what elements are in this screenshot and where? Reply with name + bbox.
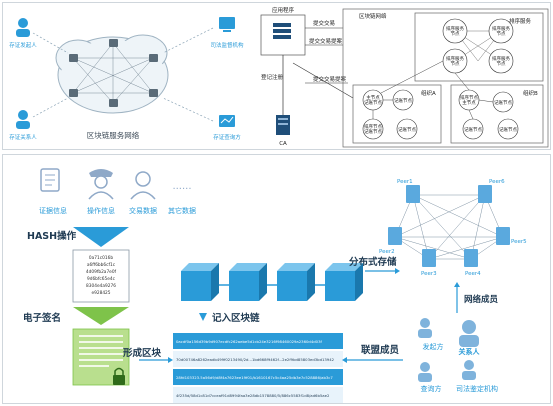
- member-related: 关系人: [459, 347, 481, 356]
- corner-bottom-left: 存证关系人: [9, 133, 37, 141]
- chain-network-label: 区块链网络: [359, 12, 387, 20]
- top-panel: 区块链服务网络 存证发起人 存证关系人 司法监督机构 存证查询方 应用程序 提交…: [2, 2, 551, 150]
- corner-top-left: 存证发起人: [9, 41, 37, 49]
- monitor-icon: [219, 17, 235, 32]
- org-b-record-1: 记账节点: [494, 99, 512, 106]
- chart-icon: [219, 115, 235, 127]
- bottom-diagram: 证据信息 操作信息 交易数据 其它数据 ...... HASH操作 0a71c0…: [23, 168, 527, 403]
- top-diagram: 区块链服务网络 存证发起人 存证关系人 司法监督机构 存证查询方 应用程序 提交…: [9, 6, 549, 148]
- hash-funnel-icon: [73, 227, 129, 247]
- org-b-label: 组织B: [523, 89, 538, 97]
- ca-server-icon: [276, 115, 290, 135]
- corner-bottom-right: 存证查询方: [213, 133, 241, 141]
- org-a-record-2: 记账节点: [398, 126, 416, 133]
- member-judicial: 司法鉴定机构: [456, 384, 498, 393]
- org-a-label: 组织A: [421, 89, 436, 97]
- org-a-sort: 排序节点: [364, 123, 382, 130]
- hash-string-list: [173, 333, 343, 403]
- submit-tx-proposal-1: 提交交易提案: [309, 37, 343, 45]
- app-server-icon: [273, 23, 291, 39]
- hash-scroll: [72, 249, 130, 303]
- block-chain-cubes: [181, 263, 363, 301]
- hash-line: e928425: [91, 290, 110, 296]
- register-label: 登记注册: [261, 73, 284, 81]
- ca-label: CA: [279, 141, 287, 147]
- chain-network-box: [342, 8, 549, 148]
- hash-line: a6ff6bb6cf1c: [87, 262, 116, 268]
- corner-top-right: 司法监督机构: [210, 41, 244, 49]
- peer-server-icons: [388, 185, 510, 267]
- sort-node-4: 排序服务: [492, 55, 510, 62]
- peer-label: Peer2: [379, 249, 395, 255]
- hash-line: 8304e4a9276: [86, 283, 116, 289]
- sort-service-box: [414, 12, 544, 82]
- user-icon: [130, 171, 156, 200]
- sort-node-3: 排序服务: [446, 55, 464, 62]
- service-network-cloud: [55, 34, 169, 114]
- officer-icon: [88, 169, 114, 200]
- network-member-label: 网络成员: [464, 294, 499, 305]
- hash-string: 28fd103323.5a56d9/d8f4a7623ee19f01/b1610…: [176, 375, 333, 380]
- peer-label: Peer5: [511, 239, 527, 245]
- member-initiator: 发起方: [423, 342, 444, 351]
- person-icon: [16, 110, 30, 129]
- org-a-master-sub: 记账节点: [364, 99, 382, 106]
- submit-tx-proposal-2: 提交交易提案: [313, 75, 347, 83]
- icon-label-other: 其它数据: [168, 206, 196, 215]
- org-a-record-1: 记账节点: [394, 97, 412, 104]
- peer-mesh: [394, 194, 504, 260]
- sort-node-3b: 节点: [451, 61, 460, 67]
- lock-icon: [113, 367, 125, 385]
- sort-node-4b: 节点: [497, 61, 506, 67]
- icon-label-evidence: 证据信息: [39, 206, 67, 215]
- org-b-record-2: 记账节点: [464, 126, 482, 133]
- icon-label-operation: 操作信息: [87, 206, 115, 215]
- org-a-master: 主节点: [366, 94, 380, 101]
- member-query: 查询方: [421, 384, 442, 393]
- members-group: [418, 318, 479, 382]
- peer-label: Peer6: [489, 179, 505, 185]
- hash-string: 0acdf0a156d39b9d907ecdfc262aebe5d1cb24e3…: [176, 339, 322, 344]
- hash-line: 9d6bfc65e4c: [87, 276, 116, 282]
- sort-node-2b: 节点: [497, 31, 506, 37]
- person-icon: [16, 18, 30, 37]
- hash-string: 70d00746a8262eadb499f0213490/2d...1bd668…: [176, 357, 335, 362]
- alliance-member-label: 联盟成员: [361, 344, 400, 356]
- form-block-label: 形成区块: [123, 347, 162, 359]
- sort-node-1b: 节点: [451, 31, 460, 37]
- peer-label: Peer4: [465, 271, 481, 277]
- sort-service-label: 排序服务: [509, 17, 532, 25]
- sort-node-1: 排序服务: [446, 25, 464, 32]
- submit-tx: 提交交易: [313, 19, 335, 27]
- document-icon: [40, 168, 60, 192]
- peer-label: Peer1: [397, 179, 413, 185]
- distributed-storage-label: 分布式存储: [349, 256, 397, 268]
- org-b-box: [450, 84, 544, 144]
- org-b-master: 主节点: [462, 99, 476, 106]
- org-a-sort-sub: 记账节点: [364, 128, 382, 135]
- hash-label: HASH操作: [27, 230, 77, 242]
- bottom-panel: 证据信息 操作信息 交易数据 其它数据 ...... HASH操作 0a71c0…: [2, 154, 551, 404]
- sign-label: 电子签名: [23, 312, 61, 324]
- hash-line: 4d09fb2a7e0f: [86, 269, 117, 275]
- peer-label: Peer3: [421, 271, 437, 277]
- record-chain-label: 记入区块链: [212, 312, 260, 324]
- ellipsis: ......: [172, 181, 191, 192]
- sort-node-2: 排序服务: [492, 25, 510, 32]
- org-b-record-3: 记账节点: [499, 126, 517, 133]
- hash-string: 4f235d/58d1c81d7cceaf91d8994faa3e28db157…: [176, 393, 330, 398]
- icon-label-transaction: 交易数据: [129, 206, 157, 215]
- app-title: 应用程序: [272, 6, 295, 14]
- sign-funnel-icon: [73, 307, 129, 325]
- network-title: 区块链服务网络: [87, 130, 140, 140]
- org-b-sort: 排序节点: [460, 94, 478, 101]
- hash-line: 0a71c016b: [89, 255, 113, 261]
